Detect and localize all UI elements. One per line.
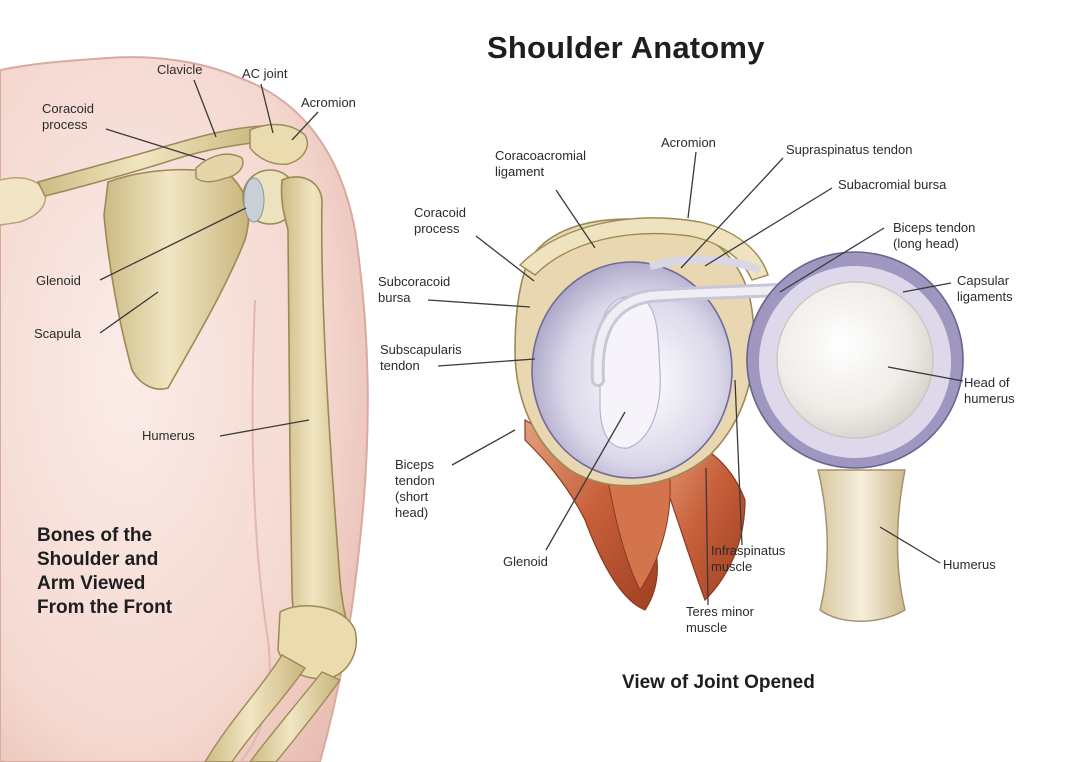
front-view-caption: Bones of the Shoulder and Arm Viewed Fro… bbox=[37, 524, 172, 620]
label-line: ligament bbox=[495, 164, 545, 179]
acromion-bone bbox=[249, 123, 308, 165]
label-capsular-ligaments: Capsular ligaments bbox=[957, 273, 1013, 305]
caption-line: From the Front bbox=[37, 597, 173, 618]
supraspinatus-band bbox=[649, 255, 762, 274]
opened-joint-figure bbox=[514, 217, 964, 622]
label-coracoid-process-front: Coracoid process bbox=[42, 101, 94, 133]
label-line: process bbox=[42, 117, 88, 132]
label-line: (short bbox=[395, 489, 429, 504]
label-line: Subcoracoid bbox=[378, 274, 451, 289]
label-scapula: Scapula bbox=[34, 326, 81, 341]
coracoid-bone bbox=[195, 153, 244, 183]
label-line: Subscapularis bbox=[380, 342, 462, 357]
label-line: Coracoid bbox=[42, 101, 95, 116]
label-humerus-open: Humerus bbox=[943, 557, 996, 572]
label-line: muscle bbox=[686, 620, 728, 635]
label-coracoacromial-ligament: Coracoacromial ligament bbox=[495, 148, 586, 180]
label-acromion-front: Acromion bbox=[301, 95, 356, 110]
humerus-shaft-open bbox=[817, 469, 906, 622]
label-line: muscle bbox=[711, 559, 753, 574]
label-biceps-tendon-long: Biceps tendon (long head) bbox=[893, 220, 975, 252]
label-ac-joint: AC joint bbox=[242, 66, 288, 81]
label-line: Biceps tendon bbox=[893, 220, 976, 235]
label-supraspinatus-tendon: Supraspinatus tendon bbox=[786, 142, 913, 157]
label-infraspinatus-muscle: Infraspinatus muscle bbox=[711, 543, 785, 575]
label-line: head) bbox=[395, 505, 429, 520]
label-humerus-front: Humerus bbox=[142, 428, 195, 443]
caption-line: Bones of the bbox=[37, 525, 153, 546]
label-line: tendon bbox=[395, 473, 435, 488]
caption-line: Arm Viewed bbox=[37, 573, 146, 594]
label-biceps-tendon-short: Biceps tendon (short head) bbox=[395, 457, 435, 521]
front-view-figure bbox=[0, 56, 369, 762]
label-head-of-humerus: Head of humerus bbox=[964, 375, 1015, 407]
page-title: Shoulder Anatomy bbox=[487, 30, 765, 65]
label-line: ligaments bbox=[957, 289, 1013, 304]
open-view-caption: View of Joint Opened bbox=[622, 672, 815, 693]
label-line: humerus bbox=[964, 391, 1015, 406]
torso-skin bbox=[0, 56, 369, 762]
forearm-bone bbox=[204, 654, 307, 762]
label-line: Coracoid bbox=[414, 205, 467, 220]
humeral-head-open bbox=[776, 281, 934, 439]
label-line: tendon bbox=[380, 358, 420, 373]
label-subacromial-bursa: Subacromial bursa bbox=[838, 177, 947, 192]
label-clavicle: Clavicle bbox=[157, 62, 203, 77]
label-coracoid-process-open: Coracoid process bbox=[414, 205, 466, 237]
label-line: process bbox=[414, 221, 460, 236]
label-acromion-open: Acromion bbox=[661, 135, 716, 150]
label-line: Teres minor bbox=[686, 604, 754, 619]
label-line: Coracoacromial bbox=[495, 148, 587, 163]
label-line: Infraspinatus bbox=[711, 543, 786, 558]
label-glenoid-open: Glenoid bbox=[503, 554, 548, 569]
label-subscapularis-tendon: Subscapularis tendon bbox=[380, 342, 462, 374]
label-line: Biceps bbox=[395, 457, 435, 472]
label-teres-minor-muscle: Teres minor muscle bbox=[686, 604, 754, 636]
label-subcoracoid-bursa: Subcoracoid bursa bbox=[378, 274, 450, 306]
label-line: bursa bbox=[378, 290, 411, 305]
label-line: Capsular bbox=[957, 273, 1010, 288]
acromion-arch bbox=[518, 217, 769, 281]
caption-line: Shoulder and bbox=[37, 549, 159, 570]
label-glenoid-front: Glenoid bbox=[36, 273, 81, 288]
leader-lines bbox=[99, 79, 964, 606]
label-line: Head of bbox=[964, 375, 1010, 390]
label-line: (long head) bbox=[893, 236, 959, 251]
